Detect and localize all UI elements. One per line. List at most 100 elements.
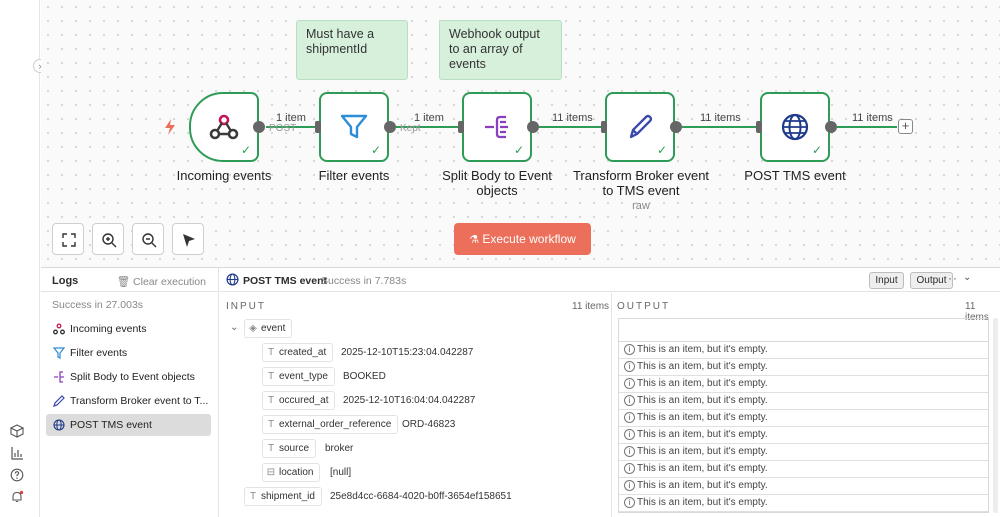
tidy-up-button[interactable] xyxy=(172,223,204,255)
pen-icon xyxy=(629,114,653,139)
field-name: event xyxy=(261,323,286,334)
chevron-down-icon[interactable]: ⌄ xyxy=(963,272,972,283)
output-port[interactable] xyxy=(384,121,396,133)
text-type-icon: T xyxy=(249,491,257,502)
node-label: Incoming events xyxy=(176,168,272,183)
input-port[interactable] xyxy=(458,121,464,133)
log-item-filter-events[interactable]: Filter events xyxy=(46,342,211,364)
connection-3[interactable] xyxy=(539,126,604,128)
node-post-tms-event[interactable]: ✓ xyxy=(760,92,830,162)
output-table-header xyxy=(619,319,988,342)
info-icon: i xyxy=(624,344,635,355)
connection-5[interactable] xyxy=(837,126,897,128)
null-type-icon: ⊟ xyxy=(266,467,276,478)
sticky-note-shipmentid[interactable]: Must have a shipmentId xyxy=(296,20,408,80)
input-port[interactable] xyxy=(601,121,607,133)
flask-icon: ⚗ xyxy=(469,234,480,246)
input-port[interactable] xyxy=(756,121,762,133)
input-toggle-button[interactable]: Input xyxy=(869,272,904,289)
zoom-out-button[interactable] xyxy=(132,223,164,255)
row-text: This is an item, but it's empty. xyxy=(637,361,768,372)
input-port[interactable] xyxy=(315,121,321,133)
field-value: BOOKED xyxy=(343,371,386,382)
node-split-body[interactable]: ✓ xyxy=(462,92,532,162)
split-icon xyxy=(54,371,64,383)
chart-icon[interactable] xyxy=(10,446,24,460)
field-value: 2025-12-10T16:04:04.042287 xyxy=(343,395,476,406)
info-icon: i xyxy=(624,429,635,440)
text-type-icon: T xyxy=(267,419,275,430)
log-item-split-body[interactable]: Split Body to Event objects xyxy=(46,366,211,388)
logs-title: Logs xyxy=(52,275,79,287)
node-transform-broker-event[interactable]: ✓ xyxy=(605,92,675,162)
output-port[interactable] xyxy=(527,121,539,133)
output-port[interactable] xyxy=(670,121,682,133)
fit-view-icon xyxy=(62,233,76,247)
output-port[interactable] xyxy=(253,121,265,133)
field-name: shipment_id xyxy=(261,491,315,502)
connection-2[interactable] xyxy=(396,126,461,128)
edge-sublabel: POST xyxy=(269,123,297,134)
row-text: This is an item, but it's empty. xyxy=(637,463,768,474)
field-value: 2025-12-10T15:23:04.042287 xyxy=(341,347,474,358)
info-icon: i xyxy=(624,497,635,508)
output-title: OUTPUT xyxy=(617,301,671,312)
row-text: This is an item, but it's empty. xyxy=(637,480,768,491)
row-text: This is an item, but it's empty. xyxy=(637,378,768,389)
log-item-transform-broker[interactable]: Transform Broker event to T... xyxy=(46,390,211,412)
zoom-in-icon xyxy=(102,233,117,248)
left-rail: › xyxy=(0,0,47,517)
node-detail-status: Success in 7.783s xyxy=(321,275,407,287)
output-toggle-button[interactable]: Output xyxy=(910,272,953,289)
execute-workflow-button[interactable]: ⚗ Execute workflow xyxy=(454,223,591,255)
success-check-icon: ✓ xyxy=(240,143,251,157)
more-options-icon[interactable]: ··· xyxy=(943,271,958,285)
field-name: created_at xyxy=(279,347,327,358)
node-filter-events[interactable]: ✓ xyxy=(319,92,389,162)
edge-label: 1 item xyxy=(276,112,306,124)
zoom-in-button[interactable] xyxy=(92,223,124,255)
field-value: [null] xyxy=(330,467,352,478)
globe-icon xyxy=(781,113,809,141)
logs-panel: Logs 🗑 Clear execution Success in 27.003… xyxy=(41,268,219,517)
workflow-canvas[interactable]: Must have a shipmentId Webhook output to… xyxy=(41,0,1000,267)
info-icon: i xyxy=(624,480,635,491)
success-check-icon: ✓ xyxy=(513,143,524,157)
sticky-note-webhook-output[interactable]: Webhook output to an array of events xyxy=(439,20,562,80)
cube-icon[interactable] xyxy=(10,424,24,438)
node-incoming-events[interactable]: ✓ xyxy=(189,92,259,162)
globe-icon xyxy=(53,419,65,431)
info-icon: i xyxy=(624,361,635,372)
execution-panel: Logs 🗑 Clear execution Success in 27.003… xyxy=(41,267,1000,517)
add-node-button[interactable]: + xyxy=(898,119,913,134)
input-count: 11 items xyxy=(572,301,610,312)
connection-4[interactable] xyxy=(682,126,759,128)
field-value: ORD-46823 xyxy=(402,419,456,430)
field-name: source xyxy=(279,443,310,454)
cursor-icon xyxy=(183,234,195,247)
node-label: Split Body to Event objects xyxy=(442,168,552,198)
connection-1[interactable] xyxy=(266,126,318,128)
bell-icon[interactable] xyxy=(10,490,24,504)
log-item-incoming-events[interactable]: Incoming events xyxy=(46,318,211,340)
clear-execution-button[interactable]: 🗑 Clear execution xyxy=(117,275,206,288)
success-check-icon: ✓ xyxy=(656,143,667,157)
log-item-post-tms-event[interactable]: POST TMS event xyxy=(46,414,211,436)
fit-view-button[interactable] xyxy=(52,223,84,255)
text-type-icon: T xyxy=(267,347,275,358)
logs-status: Success in 27.003s xyxy=(52,299,144,311)
output-port[interactable] xyxy=(825,121,837,133)
help-icon[interactable] xyxy=(10,468,24,482)
output-scrollbar[interactable] xyxy=(993,318,998,513)
success-check-icon: ✓ xyxy=(811,143,822,157)
collapse-chevron-icon[interactable]: ⌄ xyxy=(230,322,239,333)
